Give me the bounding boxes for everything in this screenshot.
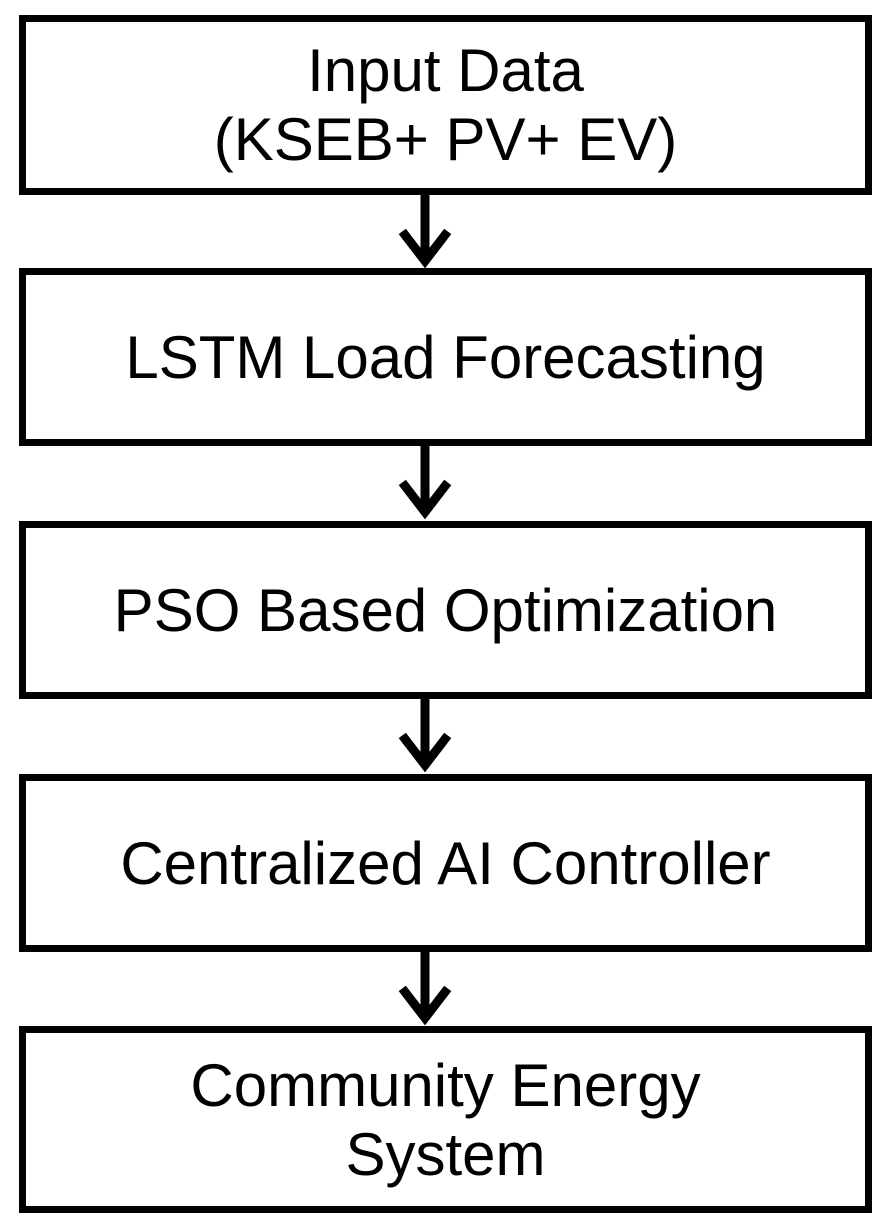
node-label-line: (KSEB+ PV+ EV) xyxy=(213,106,678,173)
arrow-down-icon xyxy=(398,446,452,520)
node-label-line: Community Energy xyxy=(190,1051,701,1119)
node-label-line: System xyxy=(345,1120,546,1188)
node-label-line: Input Data xyxy=(307,37,584,104)
node-community-energy-system: Community Energy System xyxy=(19,1026,872,1213)
node-label-line: LSTM Load Forecasting xyxy=(125,323,766,391)
node-pso-based-optimization: PSO Based Optimization xyxy=(19,521,872,699)
arrow-down-icon xyxy=(398,195,452,269)
node-lstm-load-forecasting: LSTM Load Forecasting xyxy=(19,268,872,446)
arrow-down-icon xyxy=(398,699,452,773)
node-centralized-ai-controller: Centralized AI Controller xyxy=(19,774,872,952)
node-label-line: Centralized AI Controller xyxy=(120,829,771,897)
node-input-data: Input Data (KSEB+ PV+ EV) xyxy=(19,15,872,195)
arrow-down-icon xyxy=(398,952,452,1026)
node-label-line: PSO Based Optimization xyxy=(113,576,778,644)
